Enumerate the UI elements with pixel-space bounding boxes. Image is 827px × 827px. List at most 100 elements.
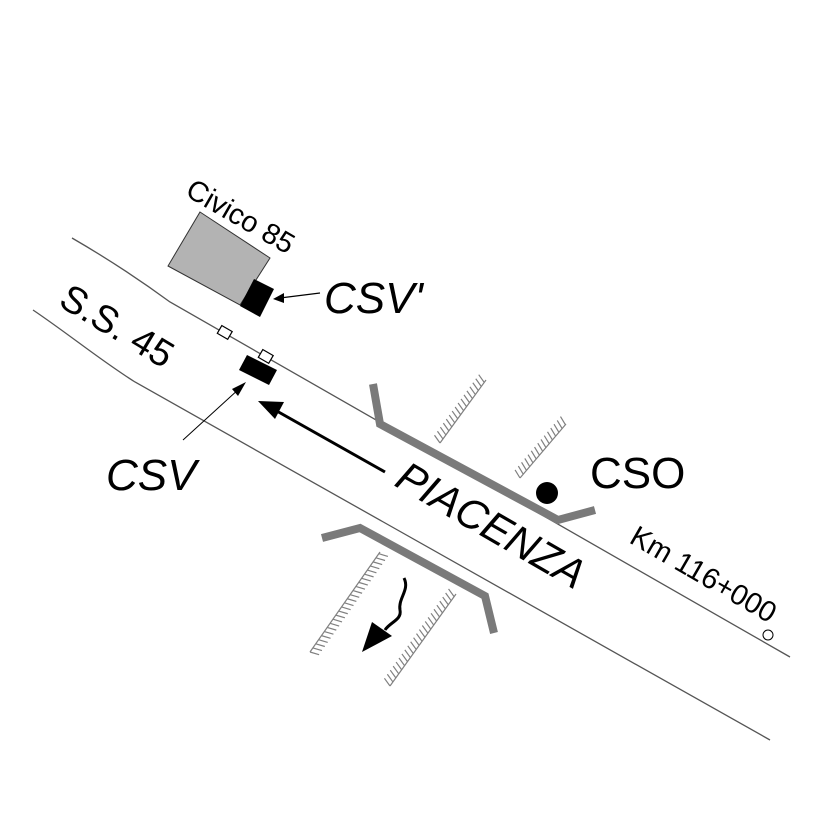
hatch-tick: [327, 626, 337, 631]
hatch-tick: [364, 573, 374, 578]
km-label: Km 116+000: [625, 520, 782, 629]
hatch-tick: [442, 596, 449, 606]
hatch-tick: [445, 418, 453, 428]
hatch-tick: [433, 608, 441, 618]
csv-prime-box: [240, 279, 274, 317]
hatch-tick: [469, 386, 476, 395]
bridge-parapet-upper: [369, 383, 597, 525]
hatch-tick: [430, 612, 438, 622]
hatch-tick: [436, 604, 443, 614]
hatch-tick: [318, 639, 328, 643]
road-upper-edge: [71, 237, 791, 658]
hatch-tick: [448, 588, 455, 597]
hatch-tick: [404, 649, 411, 658]
hatch-tick: [472, 382, 479, 391]
hatch-tick: [370, 565, 380, 570]
csv-box: [239, 348, 277, 385]
hatch-tick: [439, 600, 446, 610]
hatch-tick: [534, 446, 540, 456]
hatch-tick: [389, 669, 397, 679]
hatch-tick: [378, 553, 389, 557]
bridge-parapet-lower: [320, 523, 498, 634]
road: [32, 237, 791, 741]
hatch-tick: [436, 430, 444, 440]
hatch-tick: [372, 561, 383, 566]
hatch-tick: [349, 594, 360, 598]
hatch-tick: [309, 651, 320, 656]
wavy-arrow-down-icon: [362, 577, 408, 652]
hatch-tick: [361, 577, 371, 582]
hatch-tick: [407, 645, 414, 654]
hatch-tick: [521, 461, 527, 471]
hatch-tick: [424, 621, 432, 630]
csv-label: CSV: [106, 451, 200, 500]
hatch-tick: [524, 458, 531, 467]
small-marker-box: [216, 324, 234, 341]
hatch-tick: [347, 598, 357, 603]
hatch-tick: [550, 427, 557, 437]
arrow-left-icon: [258, 401, 386, 474]
hatch-tick: [358, 581, 369, 586]
hatch-tick: [530, 450, 537, 460]
hatch-tick: [329, 622, 340, 627]
hatch-tick: [401, 653, 408, 662]
hatch-tick: [543, 435, 550, 445]
hatch-tick: [416, 633, 423, 642]
hatch-tick: [375, 557, 386, 562]
hatch-tick: [478, 374, 485, 383]
hatch-tick: [442, 422, 450, 432]
hatch-tick: [463, 394, 470, 403]
hatch-tick: [383, 677, 391, 687]
hatch-tick: [421, 625, 429, 634]
hatch-tick: [448, 414, 456, 424]
hatch-tick: [335, 614, 346, 619]
cso-label: CSO: [590, 449, 685, 498]
direction-label: PIACENZA: [389, 452, 594, 598]
hatch-tick: [315, 643, 325, 648]
hatch-tick: [398, 657, 406, 667]
hatch-tick: [338, 610, 348, 615]
building-civico-85: [167, 211, 274, 317]
hatch-tick: [537, 442, 544, 452]
hatch-tick: [559, 416, 566, 426]
hatch-tick: [475, 378, 482, 387]
hatch-tick: [540, 439, 547, 448]
hatch-tick: [451, 410, 459, 420]
hatch-tick: [517, 465, 524, 475]
hatch-tick: [527, 454, 534, 464]
hatch-tick: [427, 617, 435, 626]
hatch-tick: [355, 585, 366, 590]
hatch-tick: [418, 629, 426, 638]
hatch-tick: [392, 665, 400, 675]
hatch-tick: [454, 406, 462, 416]
filled-circle-icon: [536, 482, 558, 504]
hatch-tick: [439, 426, 447, 436]
hatch-tick: [410, 641, 417, 650]
hatch-tick: [556, 420, 563, 429]
hollow-circle-icon: [762, 629, 774, 641]
building-footprint: [167, 211, 271, 306]
road-label: S.S. 45: [52, 277, 180, 377]
hatch-tick: [553, 423, 560, 433]
hatch-tick: [445, 592, 452, 602]
hatch-tick: [367, 569, 377, 574]
road-lower-edge: [32, 309, 771, 741]
hatch-tick: [386, 673, 394, 683]
hatch-tick: [460, 398, 468, 408]
hatch-tick: [413, 637, 420, 646]
river-bank-hatching: [309, 374, 567, 687]
hatch-tick: [312, 647, 323, 652]
hatch-tick: [344, 602, 354, 607]
hatch-tick: [514, 469, 521, 479]
csv-prime-pointer: [273, 292, 321, 303]
hatch-tick: [457, 402, 465, 412]
hatch-tick: [395, 661, 403, 671]
hatch-tick: [341, 606, 351, 611]
hatch-tick: [321, 635, 331, 639]
hatch-tick: [466, 390, 473, 399]
hatch-tick: [547, 431, 553, 441]
hatch-tick: [352, 589, 363, 594]
hatch-tick: [332, 618, 343, 623]
csv-pointer: [182, 382, 246, 441]
